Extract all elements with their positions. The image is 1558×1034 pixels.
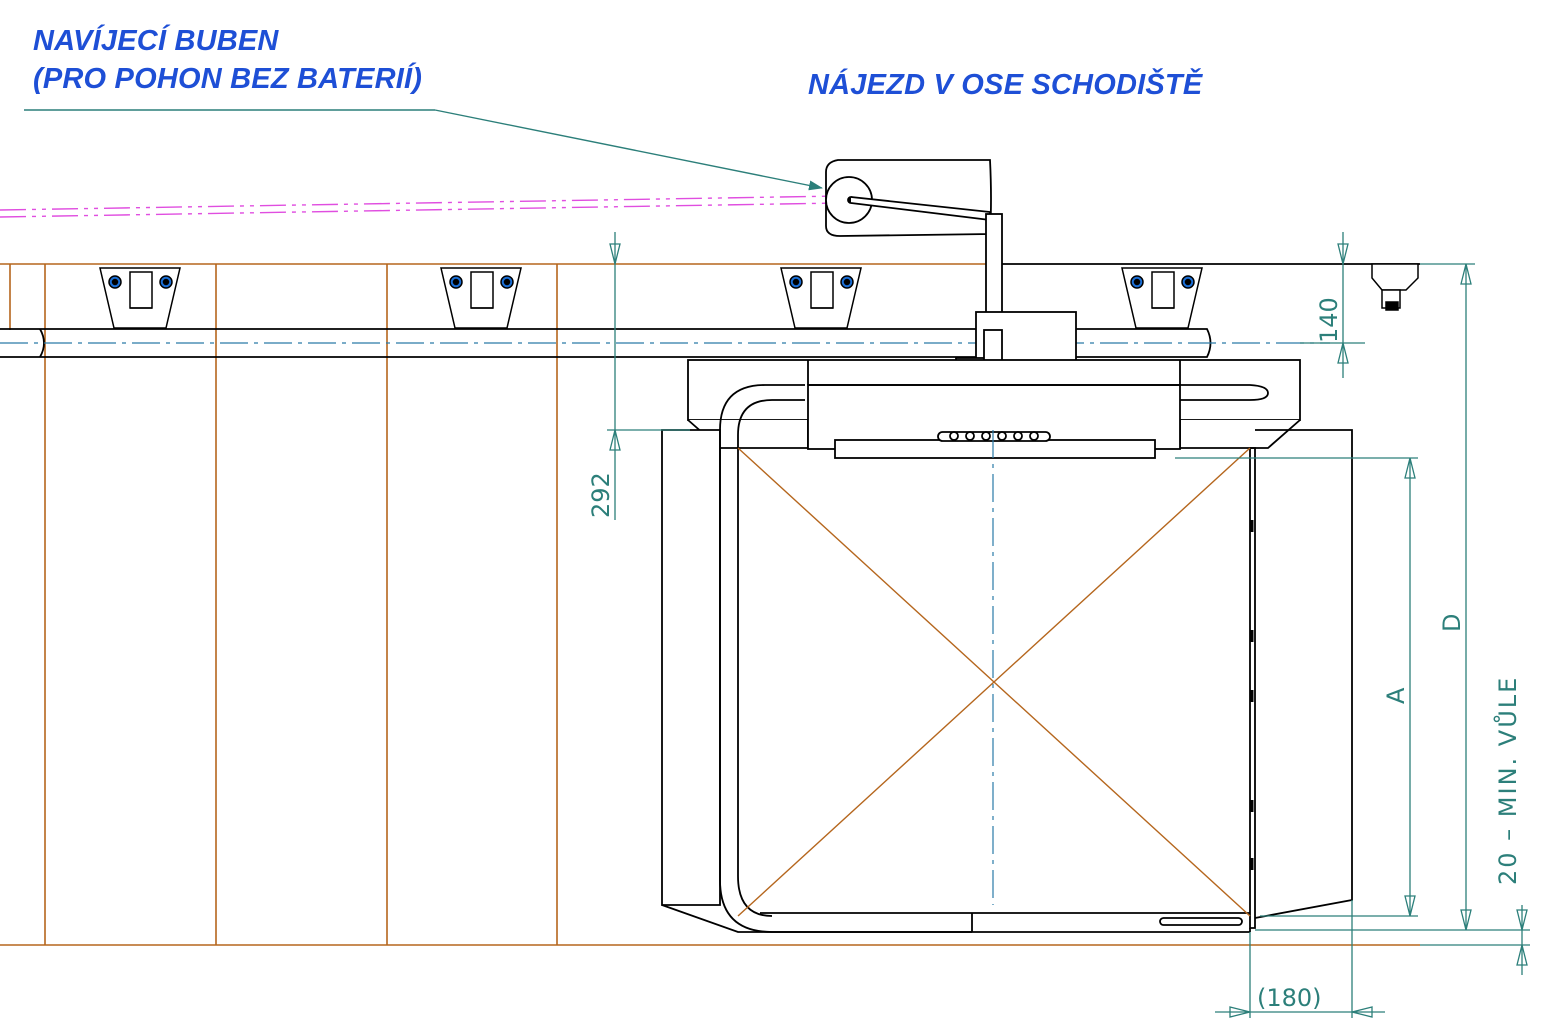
dimension-180: (180) xyxy=(1257,984,1322,1012)
winding-drum xyxy=(825,159,992,237)
leader-arrow-icon xyxy=(434,109,823,191)
platform xyxy=(661,429,1353,933)
dimension-292: 292 xyxy=(587,472,615,518)
end-stop xyxy=(1371,263,1419,311)
cable xyxy=(0,195,841,218)
dimensions xyxy=(607,232,1530,1018)
rail-bracket-icon xyxy=(440,267,522,329)
winding-drum-note-line2: (PRO POHON BEZ BATERIÍ) xyxy=(33,63,423,95)
lift-carriage xyxy=(687,359,1301,459)
winding-drum-note: NAVÍJECÍ BUBEN (PRO POHON BEZ BATERIÍ) xyxy=(33,22,422,98)
dimension-140: 140 xyxy=(1315,297,1343,343)
rail-bracket-icon xyxy=(1121,267,1203,329)
dimension-d: D xyxy=(1438,614,1466,632)
winding-drum-note-line1: NAVÍJECÍ BUBEN xyxy=(33,25,279,57)
rail-brackets xyxy=(99,267,1203,329)
rail-bracket-icon xyxy=(99,267,181,329)
staircase xyxy=(0,263,1420,946)
dimension-clearance: 20 – MIN. VŮLE xyxy=(1492,676,1522,885)
handrail xyxy=(719,384,1269,933)
dimension-a: A xyxy=(1382,687,1410,704)
approach-note: NÁJEZD V OSE SCHODIŠTĚ xyxy=(808,69,1203,101)
rail-bracket-icon xyxy=(780,267,862,329)
leader-line xyxy=(24,109,823,191)
floor-opening xyxy=(737,447,1251,917)
